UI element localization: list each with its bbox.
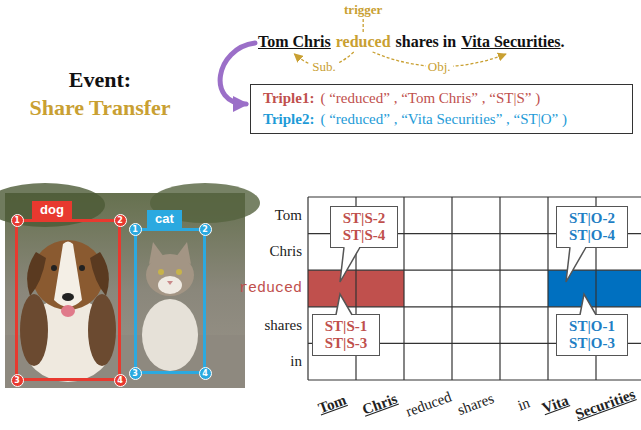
triple-row: Triple2: ( “reduced” , “Vita Securities” … (263, 109, 620, 130)
dog-fur (20, 294, 48, 366)
cat-eye (176, 269, 182, 275)
callout-box: ST|O-2 ST|O-4 (556, 206, 628, 248)
callout-tail-fill (580, 294, 596, 316)
corner-number: 2 (114, 214, 127, 227)
row-label: Chris (200, 243, 302, 260)
bounding-box: cat (134, 228, 206, 374)
dog-head (32, 240, 104, 310)
triple-row: Triple1: ( “reduced” , “Tom Chris” , “ST|… (263, 88, 620, 109)
corner-number: 4 (199, 367, 212, 380)
tagging-grid (308, 197, 641, 380)
cat-face (158, 276, 182, 294)
callout-box: ST|O-1 ST|O-3 (556, 314, 628, 356)
grid-line (547, 197, 548, 380)
callout-text: ST|O-2 ST|O-4 (563, 210, 621, 244)
dog-nose (62, 293, 74, 301)
sentence-word: shares in (396, 33, 457, 51)
callout-tail-edge (566, 247, 586, 282)
dog-tongue (61, 305, 75, 317)
column-label: reduced (403, 388, 453, 420)
sentence-word: . (561, 33, 565, 51)
role-label: Sub. (310, 59, 337, 75)
sentence-word: Vita Securities (461, 33, 560, 51)
sentence-word: Tom Chris (258, 33, 331, 51)
cat-head (146, 254, 194, 296)
trigger-link (363, 19, 364, 34)
grid-line (308, 379, 641, 380)
corner-number: 4 (114, 374, 127, 387)
callout-tail-edge (340, 247, 360, 282)
event-type: Share Transfer (0, 95, 200, 121)
corner-number: 1 (11, 214, 24, 227)
grid-line (403, 197, 404, 380)
trigger-label: trigger (344, 2, 382, 18)
grid-line (307, 197, 308, 380)
corner-number: 2 (199, 223, 212, 236)
column-label: Chris (360, 390, 399, 418)
dog-blaze (54, 242, 82, 308)
callout-text: ST|S-2 ST|S-4 (337, 210, 391, 244)
grid-line (308, 270, 641, 271)
callout-text: ST|S-1 ST|S-3 (319, 318, 373, 352)
row-trigger-label: reduced (200, 280, 302, 297)
role-label: Obj. (426, 59, 453, 75)
dog-eye (79, 265, 85, 271)
triple-body: ( “reduced” , “Tom Chris” , “ST|S” ) (320, 90, 540, 106)
column-label: Tom (315, 391, 348, 417)
callout-box: ST|S-1 ST|S-3 (312, 314, 380, 356)
callout-tail-fill (340, 246, 360, 282)
photo (0, 183, 260, 388)
row-label: in (200, 353, 302, 370)
dog-ear (27, 252, 46, 296)
callout-tail-fill (566, 246, 586, 282)
triple-box: Triple1: ( “reduced” , “Tom Chris” , “ST|… (250, 84, 633, 134)
column-label: in (515, 394, 532, 414)
callout-tail-fill (336, 294, 352, 316)
row-label: shares (200, 317, 302, 334)
column-label: Securities (573, 385, 638, 422)
event-heading: Event: (0, 67, 200, 93)
sentence-row: Tom Chris reduced shares inVita Securities… (258, 33, 565, 51)
class-tag: cat (147, 210, 182, 228)
triple-body: ( “reduced” , “Vita Securities” , “ST|O”… (320, 111, 567, 127)
column-label: Vita (540, 391, 571, 416)
callout-tail-edge (336, 294, 352, 315)
corner-number: 3 (129, 367, 142, 380)
cat-nose (167, 281, 173, 285)
corner-number: 3 (11, 374, 24, 387)
class-tag: dog (32, 201, 72, 219)
corner-number: 1 (129, 223, 142, 236)
grid-line (499, 197, 500, 380)
grid-line (308, 196, 641, 197)
cat-eye (158, 269, 164, 275)
dog-eye (51, 265, 57, 271)
cat-body (142, 299, 198, 371)
callout-tail-edge (580, 294, 596, 315)
callout-box: ST|S-2 ST|S-4 (330, 206, 398, 248)
dog-ear (90, 252, 109, 296)
callout-text: ST|O-1 ST|O-3 (563, 318, 621, 352)
bounding-box: dog (15, 219, 121, 381)
object-cell (548, 270, 641, 307)
grid-line (451, 197, 452, 380)
trigger-word: reduced (336, 33, 391, 51)
row-label: Tom (200, 207, 302, 224)
column-label: shares (455, 390, 496, 419)
dog-fur (88, 294, 116, 366)
triple-heading: Triple1: (263, 90, 314, 106)
triple-heading: Triple2: (263, 111, 314, 127)
